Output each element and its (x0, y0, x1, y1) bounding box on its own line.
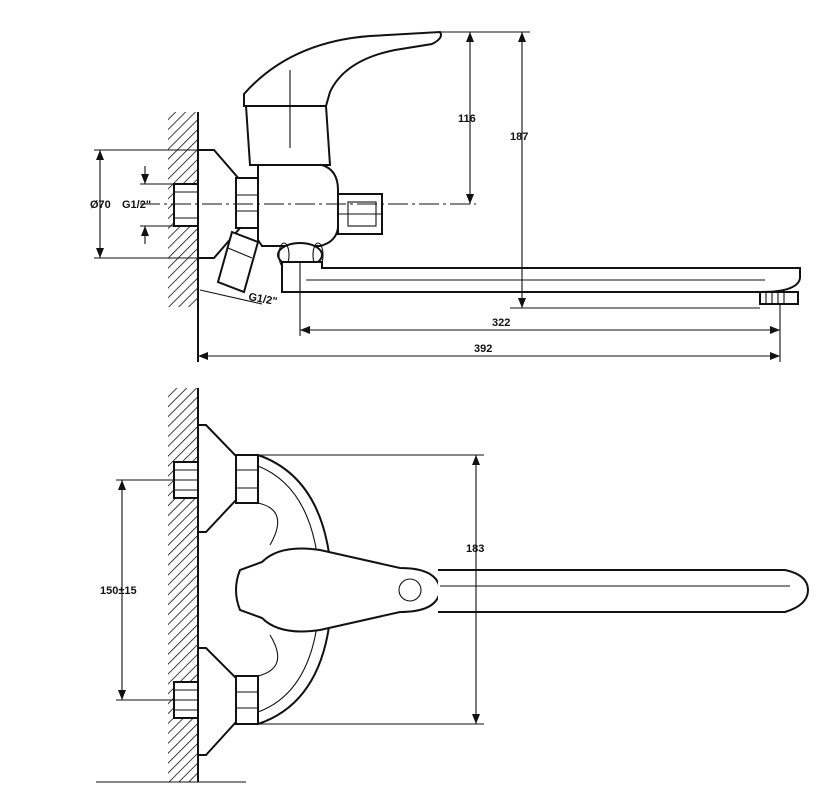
handle-top (235, 547, 442, 633)
dim-center-distance: 150±15 (100, 585, 137, 597)
dim-thread-outlet: G1/2" (247, 291, 278, 308)
wall-hatching-bottom (168, 388, 198, 782)
mixer-body (257, 164, 339, 247)
dim-183: 183 (466, 543, 484, 555)
top-view: 183 150±15 (96, 388, 810, 783)
upper-flange (197, 424, 237, 533)
dim-flange-diameter: Ø70 (90, 199, 111, 211)
dim-187: 187 (510, 131, 528, 143)
aerator (759, 291, 799, 305)
inlet-pipe (173, 183, 199, 227)
cartridge-housing (244, 105, 332, 166)
spout (281, 261, 801, 293)
hex-nut (235, 177, 259, 229)
side-view: 116 187 Ø70 G1/2" G1/2" 322 (90, 30, 801, 362)
dim-116: 116 (458, 113, 476, 125)
dim-392: 392 (474, 343, 492, 355)
lower-inlet (216, 230, 260, 294)
lower-flange (197, 647, 237, 756)
handle-pivot (398, 578, 422, 602)
dim-322: 322 (492, 317, 510, 329)
spout-top (438, 569, 810, 613)
dim-thread-inlet: G1/2" (122, 199, 151, 211)
lever-handle (243, 30, 442, 107)
